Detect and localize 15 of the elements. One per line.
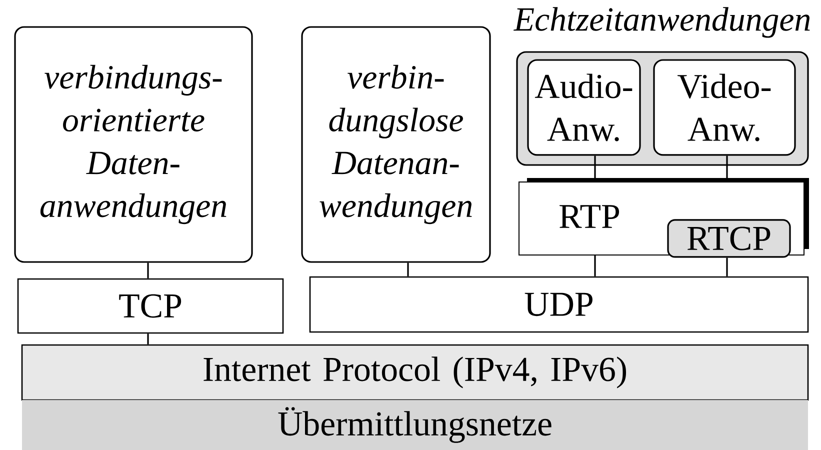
- connector-line: [407, 262, 409, 276]
- protocol-box: RTCP: [667, 219, 791, 258]
- node-label: Echtzeitanwendungen: [513, 7, 810, 38]
- connector-line: [147, 262, 149, 278]
- application-box: verbin- dungslose Datenan- wendungen: [301, 26, 491, 263]
- connector-line: [726, 258, 728, 276]
- connector-line: [147, 334, 149, 344]
- connector-line: [594, 255, 596, 276]
- layer-band: Internet Protocol (IPv4, IPv6): [21, 344, 809, 401]
- protocol-box: UDP: [309, 276, 809, 333]
- protocol-box: TCP: [17, 278, 284, 334]
- application-box: Video- Anw.: [653, 59, 796, 156]
- layer-band: Übermittlungsnetze: [22, 400, 808, 450]
- application-box: Audio- Anw.: [527, 59, 641, 156]
- application-box: verbindungs- orientierte Daten- anwendungen: [14, 26, 253, 263]
